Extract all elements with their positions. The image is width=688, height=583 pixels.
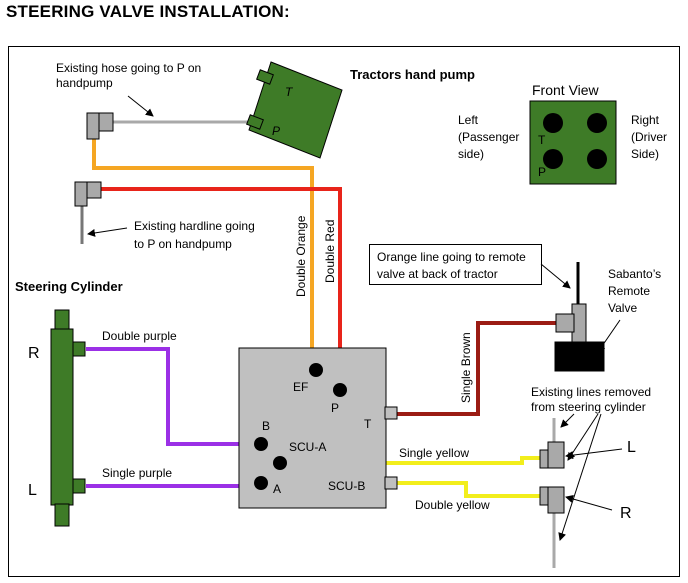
- remote-valve-label-1: Sabanto’s: [608, 267, 661, 281]
- pump-p-label: P: [272, 124, 280, 138]
- left-label-1: Left: [458, 113, 479, 127]
- valve-scua-port: [273, 456, 287, 470]
- right-label-2: (Driver: [631, 130, 667, 144]
- front-view-port-p: [543, 149, 563, 169]
- cylinder-l-port: [72, 478, 86, 494]
- remote-valve-arrow: [597, 319, 621, 353]
- cylinder-r-label: R: [28, 345, 40, 362]
- remote-valve-label-3: Valve: [608, 301, 637, 315]
- valve-t-port: [384, 406, 398, 420]
- valve-ef-port: [309, 363, 323, 377]
- valve-p-port: [333, 383, 347, 397]
- hand-pump: T P: [246, 61, 343, 159]
- removed-note-line-1: Existing lines removed: [531, 385, 651, 399]
- double-yellow-label: Double yellow: [415, 498, 490, 512]
- diagram-frame: [8, 46, 680, 577]
- hand-pump-title: Tractors hand pump: [350, 67, 475, 82]
- r-elbow-fitting: [539, 486, 565, 514]
- steering-cylinder-title: Steering Cylinder: [15, 279, 123, 294]
- fitting-l-label: L: [627, 439, 636, 456]
- front-view-port-t: [543, 113, 563, 133]
- fitting-r-label: R: [620, 505, 632, 522]
- orange-line-note-2: valve at back of tractor: [377, 267, 498, 281]
- single-brown-line: [397, 321, 558, 416]
- removed-note-line-2: from steering cylinder: [531, 400, 646, 414]
- double-red-label: Double Red: [323, 220, 337, 283]
- left-label-3: side): [458, 147, 484, 161]
- valve-ef-label: EF: [293, 380, 308, 394]
- double-red-line: [100, 187, 342, 385]
- single-purple-label: Single purple: [102, 466, 172, 480]
- hose-note-line-2: handpump: [56, 76, 113, 90]
- valve-scub-label: SCU-B: [328, 479, 365, 493]
- valve-a-port: [254, 476, 268, 490]
- cylinder-r-port: [72, 341, 86, 357]
- l-elbow-fitting: [539, 441, 565, 469]
- left-label-2: (Passenger: [458, 130, 519, 144]
- valve-scub-port: [384, 476, 398, 490]
- hose-elbow-fitting: [86, 112, 114, 140]
- front-view-p-label: P: [538, 165, 546, 179]
- double-orange-label: Double Orange: [294, 215, 308, 297]
- hardline-note-arrow: [87, 227, 128, 237]
- removed-arrow-3: [558, 413, 602, 541]
- hose-note-line-1: Existing hose going to P on: [56, 61, 201, 75]
- remote-valve: [554, 262, 605, 372]
- valve-p-label: P: [331, 401, 339, 415]
- front-view-port: [587, 113, 607, 133]
- valve-t-label: T: [364, 417, 372, 431]
- right-label-1: Right: [631, 113, 660, 127]
- r-fitting-arrow: [565, 495, 613, 511]
- front-view-block: T P: [529, 100, 617, 185]
- double-purple-line: [86, 347, 260, 446]
- steering-cylinder: [50, 309, 86, 527]
- single-brown-label: Single Brown: [459, 332, 473, 403]
- front-view-port: [587, 149, 607, 169]
- orange-line-callout: [369, 244, 542, 285]
- hardline-elbow-fitting: [74, 181, 102, 207]
- valve-a-label: A: [273, 482, 281, 496]
- right-label-3: Side): [631, 147, 659, 161]
- removed-arrow-1: [560, 413, 575, 428]
- steering-valve: EF P T B SCU-A A SCU-B: [238, 347, 398, 509]
- pump-t-label: T: [285, 85, 294, 99]
- double-purple-label: Double purple: [102, 329, 177, 343]
- valve-scua-label: SCU-A: [289, 440, 326, 454]
- single-yellow-line: [280, 456, 540, 465]
- cylinder-l-label: L: [28, 482, 37, 499]
- hardline-note-line-2: to P on handpump: [134, 237, 232, 251]
- l-fitting-arrow: [565, 448, 623, 460]
- double-yellow-line: [397, 481, 540, 498]
- page-title: STEERING VALVE INSTALLATION:: [6, 2, 290, 21]
- hose-note-arrow: [127, 95, 154, 117]
- double-orange-line: [92, 130, 314, 368]
- valve-b-port: [254, 437, 268, 451]
- single-yellow-label: Single yellow: [399, 446, 469, 460]
- remote-valve-label-2: Remote: [608, 284, 650, 298]
- callout-arrow: [540, 263, 571, 289]
- front-view-t-label: T: [538, 133, 546, 147]
- orange-line-note-1: Orange line going to remote: [377, 250, 526, 264]
- valve-b-label: B: [262, 419, 270, 433]
- front-view-label: Front View: [532, 82, 600, 98]
- hardline-note-line-1: Existing hardline going: [134, 219, 255, 233]
